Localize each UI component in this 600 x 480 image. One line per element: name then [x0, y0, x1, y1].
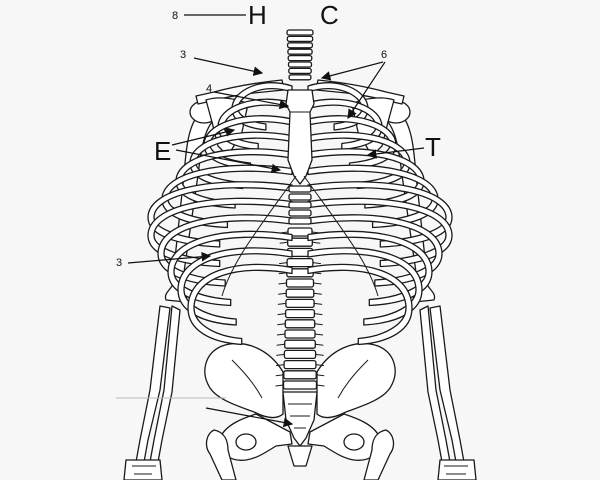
lumbar-vertebra: [282, 380, 318, 390]
transverse-process: [276, 333, 324, 336]
leader-3-shoulder: [193, 57, 264, 76]
label-C: C: [320, 0, 339, 30]
transverse-process: [279, 241, 321, 244]
transverse-process: [278, 292, 322, 295]
leader-6b: [347, 61, 386, 120]
thoracic-vertebra: [288, 209, 312, 217]
leader-pelvis: [205, 407, 294, 428]
transverse-process: [278, 282, 322, 285]
lumbar-vertebra: [283, 370, 317, 380]
right-rib: [307, 164, 439, 229]
label-3-shoulder: 3: [180, 49, 186, 61]
left-femur-head: [205, 429, 237, 480]
right-hand: [437, 459, 477, 480]
lumbar-vertebra: [284, 308, 316, 319]
left-rib: [147, 197, 293, 268]
sternum: [285, 89, 315, 185]
transverse-process: [276, 343, 324, 346]
leader-E-2: [175, 149, 282, 174]
left-rib: [189, 131, 293, 190]
thoracic-vertebra: [288, 201, 312, 209]
label-E: E: [154, 136, 171, 166]
label-H: H: [248, 0, 267, 30]
lumbar-vertebra: [283, 359, 317, 370]
cervical-vertebra: [287, 54, 313, 62]
left-ilium: [204, 342, 284, 419]
thoracic-vertebra: [288, 185, 312, 193]
cervical-vertebra: [288, 74, 312, 81]
lumbar-vertebra: [284, 329, 316, 339]
thoracic-vertebra: [288, 217, 312, 225]
label-4: 4: [206, 83, 212, 95]
leader-T: [366, 147, 425, 159]
lumbar-vertebra: [285, 298, 315, 309]
thoracic-vertebra: [288, 193, 312, 201]
labels: 8 H C 3 6 4 E T 3: [116, 0, 441, 428]
transverse-process: [276, 364, 324, 367]
pelvis: [204, 342, 396, 480]
leader-E-1: [171, 127, 236, 146]
left-rib: [147, 181, 293, 248]
left-rib: [167, 230, 293, 307]
right-rib: [307, 247, 423, 326]
rib-cage: [147, 82, 453, 346]
spine: [275, 29, 325, 390]
transverse-process: [276, 353, 324, 356]
transverse-process: [275, 384, 325, 387]
leader-4: [213, 91, 290, 110]
label-6: 6: [381, 49, 387, 61]
cervical-vertebra: [286, 42, 314, 49]
cervical-vertebra: [287, 48, 313, 55]
right-rib: [307, 181, 453, 248]
lumbar-vertebra: [283, 349, 317, 360]
lumbar-vertebra: [285, 288, 315, 298]
right-rib: [307, 131, 411, 190]
transverse-process: [279, 262, 321, 265]
right-costal-cartilage: [303, 175, 379, 297]
label-T: T: [425, 132, 441, 162]
transverse-process: [275, 374, 325, 377]
right-ilium: [316, 342, 396, 419]
leader-3-arm: [127, 251, 212, 264]
left-rib: [231, 82, 293, 131]
lumbar-vertebra: [285, 278, 315, 288]
cervical-vertebra: [287, 61, 313, 68]
right-rib: [307, 263, 413, 346]
left-pubis: [218, 413, 293, 461]
right-femur-head: [363, 429, 395, 480]
leader-6a: [320, 61, 384, 81]
thoracic-spine: [288, 185, 312, 225]
transverse-process: [277, 302, 323, 305]
left-costal-cartilage: [221, 175, 297, 297]
right-rib: [307, 197, 453, 268]
label-8: 8: [172, 10, 178, 22]
transverse-process: [277, 313, 323, 316]
cervical-vertebra: [286, 35, 314, 43]
left-rib: [187, 263, 293, 346]
right-rib: [307, 230, 433, 307]
cervical-vertebra: [288, 67, 312, 75]
lumbar-vertebra: [286, 257, 314, 268]
left-hand: [123, 459, 163, 480]
right-rib: [307, 82, 369, 131]
right-rib: [307, 148, 425, 209]
transverse-process: [277, 323, 323, 326]
lumbar-vertebra: [284, 339, 316, 349]
cervical-vertebra: [286, 29, 314, 36]
label-3-arm: 3: [116, 257, 122, 269]
lumbar-vertebra: [284, 319, 316, 329]
right-pubis: [307, 413, 382, 461]
